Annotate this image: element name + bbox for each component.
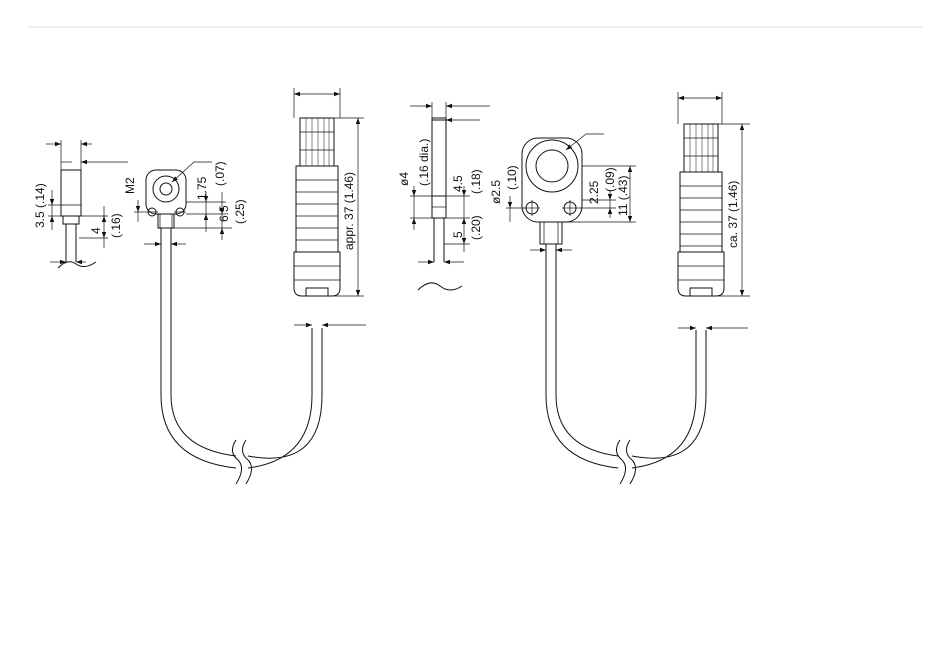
large-side-diameter-label-in: (.16 dia.) (417, 139, 431, 186)
small-front-thread-label: M2 (123, 177, 137, 194)
small-front-hole-label-in: (.07) (213, 161, 227, 186)
small-front-height-label-in: (.25) (233, 199, 247, 224)
small-front-height-label: 6.5 (217, 205, 231, 222)
large-side-height-label-in: (.18) (469, 169, 483, 194)
large-sensor-connector: ca. 37 (1.46) (678, 92, 750, 330)
small-front-hole-label: 1.75 (195, 176, 209, 200)
large-sensor-cable (546, 256, 706, 484)
large-sensor-side-view: ø4 (.16 dia.) 4.5 (.18) 5 (.20) (397, 102, 490, 290)
small-sensor-cable (161, 248, 322, 484)
small-connector-length-label: appr. 37 (1.46) (342, 172, 356, 250)
large-front-offset-label: 2.25 (587, 180, 601, 204)
large-side-cable-label-in: (.20) (469, 215, 483, 240)
large-side-diameter-label: ø4 (397, 172, 411, 186)
large-front-hole-label-in: (.10) (505, 165, 519, 190)
large-front-height-label: 11 (.43) (616, 176, 630, 216)
small-side-height-label: 3.5 (.14) (33, 183, 47, 228)
small-side-cable-label-in: (.16) (109, 213, 123, 238)
large-sensor-front-view: ø2.5 (.10) 2.25 (.09) 11 (.43) (489, 134, 636, 256)
large-connector-length-label: ca. 37 (1.46) (726, 181, 740, 248)
small-sensor-connector: appr. 37 (1.46) (294, 88, 366, 327)
small-sensor-side-view: 3.5 (.14) 4 (.16) (33, 140, 128, 268)
large-front-offset-label-in: (.09) (603, 167, 617, 192)
large-side-cable-label: 5 (451, 231, 465, 238)
large-front-hole-label: ø2.5 (489, 180, 503, 204)
large-side-height-label: 4.5 (451, 175, 465, 192)
small-sensor-front-view: M2 1.75 (.07) 6.5 (.25) (123, 161, 247, 248)
small-side-cable-label: 4 (89, 227, 103, 234)
